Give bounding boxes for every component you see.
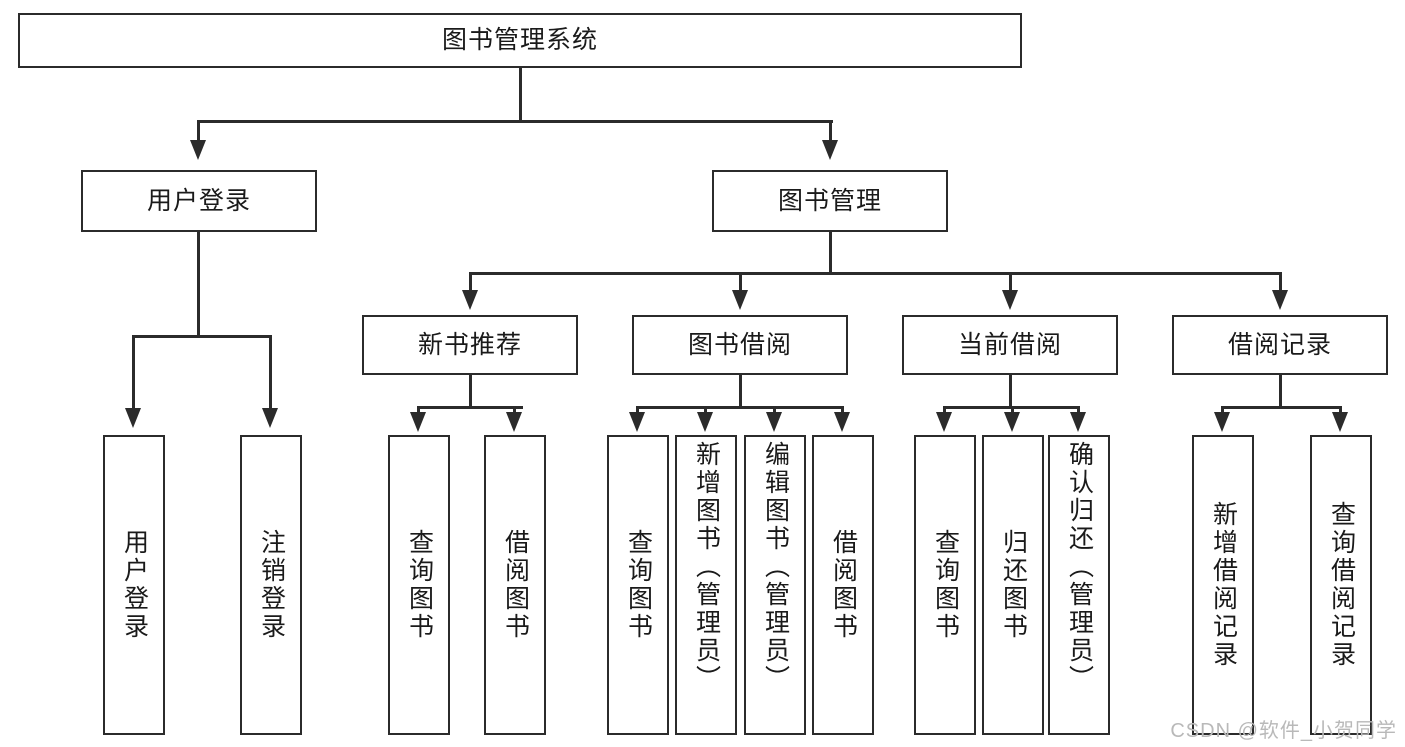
arrow-down-icon-current-2 xyxy=(1004,412,1020,432)
connector-current-drop-3 xyxy=(1077,406,1080,414)
leaf-query-book-2[interactable]: 查询图书 xyxy=(607,435,669,735)
arrow-down-icon-borrow-3 xyxy=(766,412,782,432)
connector-recommend-stem xyxy=(469,375,472,408)
arrow-down-icon-level2-1 xyxy=(190,140,206,160)
connector-record-bus xyxy=(1221,406,1341,409)
leaf-query-book-3-label: 查询图书 xyxy=(931,529,960,641)
connector-current-drop-2 xyxy=(1011,406,1014,414)
connector-borrow-drop-3 xyxy=(773,406,776,414)
node-borrow-record[interactable]: 借阅记录 xyxy=(1172,315,1388,375)
leaf-user-login[interactable]: 用户登录 xyxy=(103,435,165,735)
node-user-login[interactable]: 用户登录 xyxy=(81,170,317,232)
leaf-query-borrow-record-label: 查询借阅记录 xyxy=(1327,501,1356,669)
arrow-down-icon-current-3 xyxy=(1070,412,1086,432)
leaf-logout-login-label: 注销登录 xyxy=(257,529,286,641)
node-user-login-label: 用户登录 xyxy=(146,186,251,215)
node-borrow-record-label: 借阅记录 xyxy=(1227,330,1332,359)
connector-level3-drop-1 xyxy=(469,272,472,292)
connector-level2-bus xyxy=(197,120,833,123)
connector-user-login-bus xyxy=(132,335,272,338)
node-root[interactable]: 图书管理系统 xyxy=(18,13,1022,68)
arrow-down-icon-borrow-1 xyxy=(629,412,645,432)
leaf-return-book-label: 归还图书 xyxy=(999,529,1028,641)
connector-level2-drop-1 xyxy=(197,120,200,142)
leaf-confirm-return-admin[interactable]: 确认归还（管理员） xyxy=(1048,435,1110,735)
connector-user-login-drop-1 xyxy=(132,335,135,410)
leaf-query-book-1[interactable]: 查询图书 xyxy=(388,435,450,735)
connector-level2-drop-2 xyxy=(829,120,832,142)
leaf-add-book-admin[interactable]: 新增图书（管理员） xyxy=(675,435,737,735)
node-current-borrow-label: 当前借阅 xyxy=(957,330,1062,359)
leaf-add-borrow-record[interactable]: 新增借阅记录 xyxy=(1192,435,1254,735)
arrow-down-icon-level3-2 xyxy=(732,290,748,310)
arrow-down-icon-borrow-4 xyxy=(834,412,850,432)
arrow-down-icon-level3-1 xyxy=(462,290,478,310)
connector-root-stem xyxy=(519,68,522,122)
connector-record-drop-2 xyxy=(1339,406,1342,414)
leaf-edit-book-admin-label: 编辑图书（管理员） xyxy=(761,441,790,693)
connector-record-drop-1 xyxy=(1221,406,1224,414)
connector-level3-drop-2 xyxy=(739,272,742,292)
connector-level3-drop-4 xyxy=(1279,272,1282,292)
leaf-borrow-book-2-label: 借阅图书 xyxy=(829,529,858,641)
arrow-down-icon-recommend-2 xyxy=(506,412,522,432)
arrow-down-icon-level3-3 xyxy=(1002,290,1018,310)
leaf-add-borrow-record-label: 新增借阅记录 xyxy=(1209,501,1238,669)
connector-borrow-drop-2 xyxy=(704,406,707,414)
node-book-manage-label: 图书管理 xyxy=(777,186,882,215)
connector-borrow-drop-1 xyxy=(636,406,639,414)
leaf-confirm-return-admin-label: 确认归还（管理员） xyxy=(1065,441,1094,693)
leaf-query-book-3[interactable]: 查询图书 xyxy=(914,435,976,735)
connector-level3-bus xyxy=(469,272,1281,275)
arrow-down-icon-record-2 xyxy=(1332,412,1348,432)
leaf-add-book-admin-label: 新增图书（管理员） xyxy=(692,441,721,693)
arrow-down-icon-level3-4 xyxy=(1272,290,1288,310)
node-book-borrow[interactable]: 图书借阅 xyxy=(632,315,848,375)
leaf-user-login-label: 用户登录 xyxy=(120,529,149,641)
arrow-down-icon-user-login-2 xyxy=(262,408,278,428)
connector-level3-drop-3 xyxy=(1009,272,1012,292)
node-book-borrow-label: 图书借阅 xyxy=(687,330,792,359)
node-new-book-recommend-label: 新书推荐 xyxy=(417,330,522,359)
connector-user-login-stem xyxy=(197,232,200,337)
arrow-down-icon-borrow-2 xyxy=(697,412,713,432)
leaf-borrow-book-1[interactable]: 借阅图书 xyxy=(484,435,546,735)
leaf-borrow-book-1-label: 借阅图书 xyxy=(501,529,530,641)
connector-borrow-stem xyxy=(739,375,742,408)
connector-recommend-drop-2 xyxy=(513,406,516,414)
connector-current-stem xyxy=(1009,375,1012,408)
node-root-label: 图书管理系统 xyxy=(441,26,598,55)
arrow-down-icon-record-1 xyxy=(1214,412,1230,432)
connector-borrow-bus xyxy=(636,406,843,409)
leaf-query-borrow-record[interactable]: 查询借阅记录 xyxy=(1310,435,1372,735)
connector-recommend-bus xyxy=(417,406,523,409)
node-current-borrow[interactable]: 当前借阅 xyxy=(902,315,1118,375)
arrow-down-icon-recommend-1 xyxy=(410,412,426,432)
connector-book-manage-stem xyxy=(829,232,832,274)
connector-borrow-drop-4 xyxy=(841,406,844,414)
leaf-logout-login[interactable]: 注销登录 xyxy=(240,435,302,735)
connector-user-login-drop-2 xyxy=(269,335,272,410)
leaf-query-book-1-label: 查询图书 xyxy=(405,529,434,641)
connector-record-stem xyxy=(1279,375,1282,408)
leaf-return-book[interactable]: 归还图书 xyxy=(982,435,1044,735)
connector-current-drop-1 xyxy=(943,406,946,414)
arrow-down-icon-current-1 xyxy=(936,412,952,432)
leaf-borrow-book-2[interactable]: 借阅图书 xyxy=(812,435,874,735)
arrow-down-icon-user-login-1 xyxy=(125,408,141,428)
connector-recommend-drop-1 xyxy=(417,406,420,414)
leaf-query-book-2-label: 查询图书 xyxy=(624,529,653,641)
leaf-edit-book-admin[interactable]: 编辑图书（管理员） xyxy=(744,435,806,735)
node-book-manage[interactable]: 图书管理 xyxy=(712,170,948,232)
node-new-book-recommend[interactable]: 新书推荐 xyxy=(362,315,578,375)
arrow-down-icon-level2-2 xyxy=(822,140,838,160)
